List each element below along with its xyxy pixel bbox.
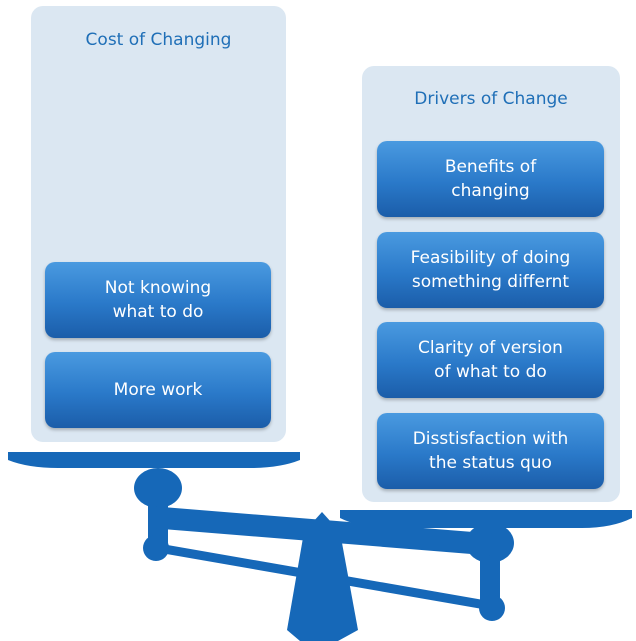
card-clarity: Clarity of version of what to do [377, 322, 604, 398]
card-label: Not knowing what to do [104, 278, 212, 322]
right-pan [340, 510, 632, 528]
right-end-ball [479, 595, 505, 621]
card-label: Disstisfaction with the status quo [412, 429, 569, 473]
left-pan-knob [134, 468, 182, 508]
card-not-knowing: Not knowing what to do [45, 262, 271, 338]
card-label: Benefits of changing [444, 157, 537, 201]
card-dissatisfaction: Disstisfaction with the status quo [377, 413, 604, 489]
cost-of-changing-title: Cost of Changing [85, 30, 232, 50]
left-pan [8, 452, 300, 468]
right-pan-stem [480, 543, 500, 605]
card-label: More work [113, 380, 203, 400]
drivers-of-change-panel: Drivers of Change Benefits of changing F… [362, 66, 620, 502]
card-label: Feasibility of doing something differnt [410, 248, 571, 292]
scale-fulcrum [287, 512, 358, 641]
card-benefits: Benefits of changing [377, 141, 604, 217]
card-label: Clarity of version of what to do [418, 338, 563, 382]
card-feasibility: Feasibility of doing something differnt [377, 232, 604, 308]
drivers-of-change-title: Drivers of Change [414, 89, 568, 109]
left-end-ball [143, 535, 169, 561]
cost-of-changing-panel: Cost of Changing Not knowing what to do … [31, 6, 286, 442]
card-more-work: More work [45, 352, 271, 428]
